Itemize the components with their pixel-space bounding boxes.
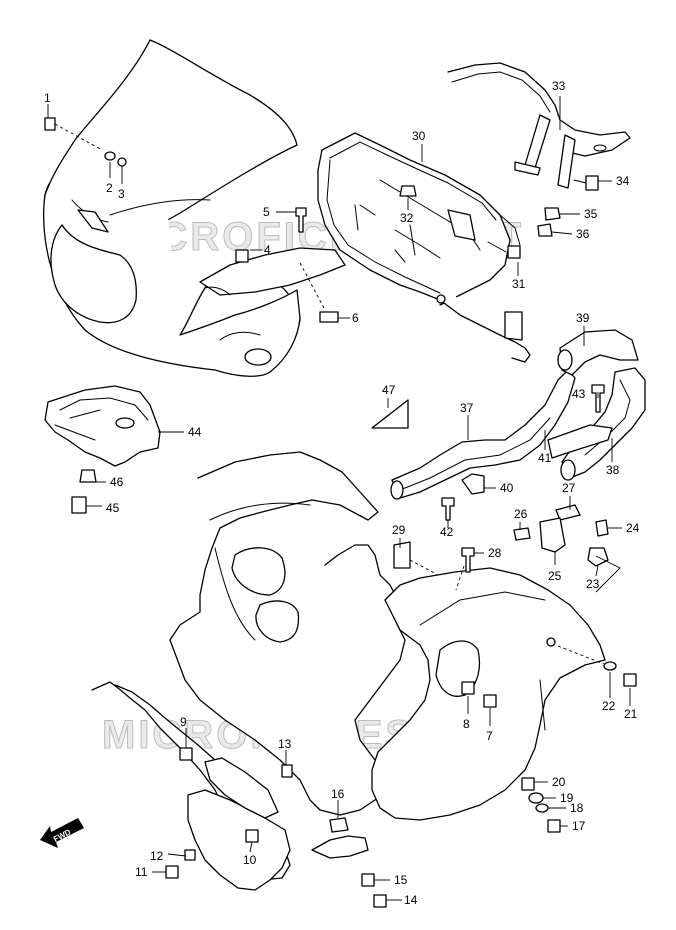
callout-32: 32 — [400, 211, 414, 225]
callout-17: 17 — [572, 819, 586, 833]
upper-cowling — [43, 39, 301, 377]
callout-2: 2 — [106, 181, 113, 195]
bracket-fasteners — [71, 469, 97, 514]
lower-cowling — [371, 567, 606, 821]
callout-4: 4 — [264, 243, 271, 257]
callout-42: 42 — [440, 525, 454, 539]
plate-47 — [371, 399, 409, 429]
callout-24: 24 — [626, 521, 640, 535]
small-fasteners — [44, 117, 637, 908]
callout-28: 28 — [488, 546, 502, 560]
callout-14: 14 — [404, 893, 418, 907]
callout-6: 6 — [352, 311, 359, 325]
callout-23: 23 — [586, 577, 600, 591]
callout-18: 18 — [570, 801, 584, 815]
callout-33: 33 — [552, 79, 566, 93]
forward-direction-arrow: FWD — [40, 818, 84, 848]
callout-27: 27 — [562, 481, 576, 495]
callout-29: 29 — [392, 523, 406, 537]
callout-9: 9 — [180, 715, 187, 729]
air-duct-39 — [557, 329, 639, 376]
frame-fasteners — [399, 175, 599, 259]
callout-7: 7 — [486, 729, 493, 743]
callout-1: 1 — [44, 91, 51, 105]
callout-22: 22 — [602, 699, 616, 713]
lower-inner-panel — [91, 681, 291, 891]
callout-5: 5 — [263, 205, 270, 219]
callout-46: 46 — [110, 475, 124, 489]
callout-43: 43 — [572, 387, 586, 401]
callout-31: 31 — [512, 277, 526, 291]
air-duct-37 — [390, 369, 576, 500]
callout-38: 38 — [606, 463, 620, 477]
middle-cowling — [169, 451, 406, 816]
screw-43 — [591, 384, 605, 413]
callout-40: 40 — [500, 481, 514, 495]
clip-40 — [461, 473, 485, 495]
duct-bracket-41 — [547, 424, 613, 459]
callout-39: 39 — [576, 311, 590, 325]
callout-36: 36 — [576, 227, 590, 241]
callout-45: 45 — [106, 501, 120, 515]
callouts: 1 2 3 4 5 6 7 8 9 10 11 12 13 14 15 16 1… — [44, 79, 640, 907]
callout-41: 41 — [538, 451, 552, 465]
callout-10: 10 — [243, 853, 257, 867]
callout-13: 13 — [278, 737, 292, 751]
callout-15: 15 — [394, 873, 408, 887]
cowling-brace-frame — [317, 132, 531, 363]
callout-37: 37 — [460, 401, 474, 415]
callout-30: 30 — [412, 129, 426, 143]
callout-12: 12 — [150, 849, 164, 863]
callout-47: 47 — [382, 383, 396, 397]
callout-20: 20 — [552, 775, 566, 789]
callout-11: 11 — [135, 865, 148, 879]
bracket-44 — [44, 385, 161, 467]
callout-8: 8 — [463, 717, 470, 731]
callout-44: 44 — [188, 425, 202, 439]
inner-upper-panel — [199, 247, 346, 323]
callout-3: 3 — [118, 187, 125, 201]
bolt-42 — [441, 497, 455, 521]
callout-16: 16 — [331, 787, 345, 801]
callout-25: 25 — [548, 569, 562, 583]
callout-21: 21 — [624, 707, 638, 721]
callout-26: 26 — [514, 507, 528, 521]
lower-tip-piece — [311, 835, 369, 859]
meter-stay-bracket — [447, 62, 631, 189]
callout-34: 34 — [616, 174, 630, 188]
leader-lines — [47, 96, 631, 901]
callout-19: 19 — [560, 791, 574, 805]
callout-35: 35 — [584, 207, 598, 221]
